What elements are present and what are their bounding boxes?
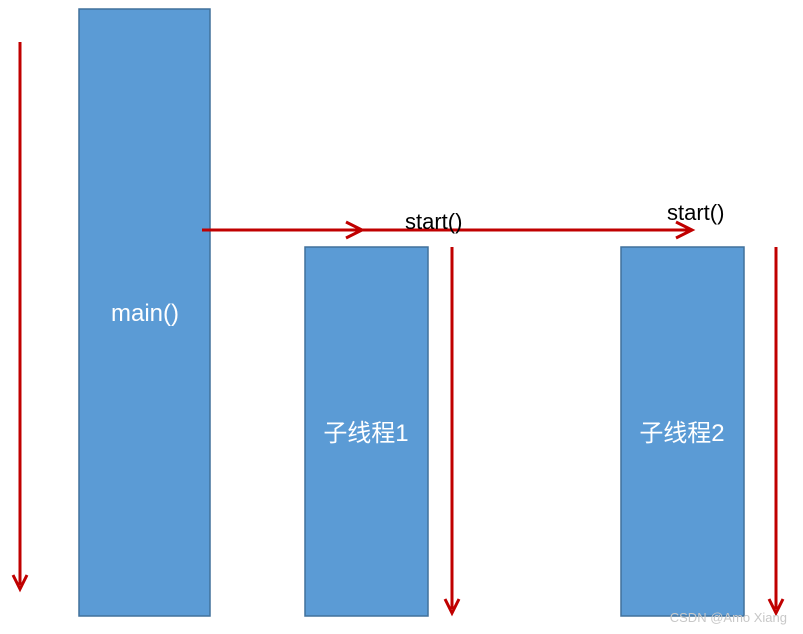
start-label-thread2: start(): [667, 200, 724, 225]
thread2-timeline-arrow: [767, 247, 785, 617]
main-timeline-arrow: [11, 42, 29, 593]
start-label-thread1: start(): [405, 209, 462, 234]
thread1-timeline-arrow: [443, 247, 461, 617]
main-box-label: main(): [111, 300, 179, 327]
start-call-arrow: [202, 220, 696, 240]
main-box: [78, 8, 211, 617]
thread2-box-label: 子线程2: [639, 420, 724, 447]
thread1-box: [304, 246, 429, 617]
watermark: CSDN @Amo Xiang: [670, 610, 787, 625]
thread2-box: [620, 246, 745, 617]
thread1-box-label: 子线程1: [323, 420, 408, 447]
